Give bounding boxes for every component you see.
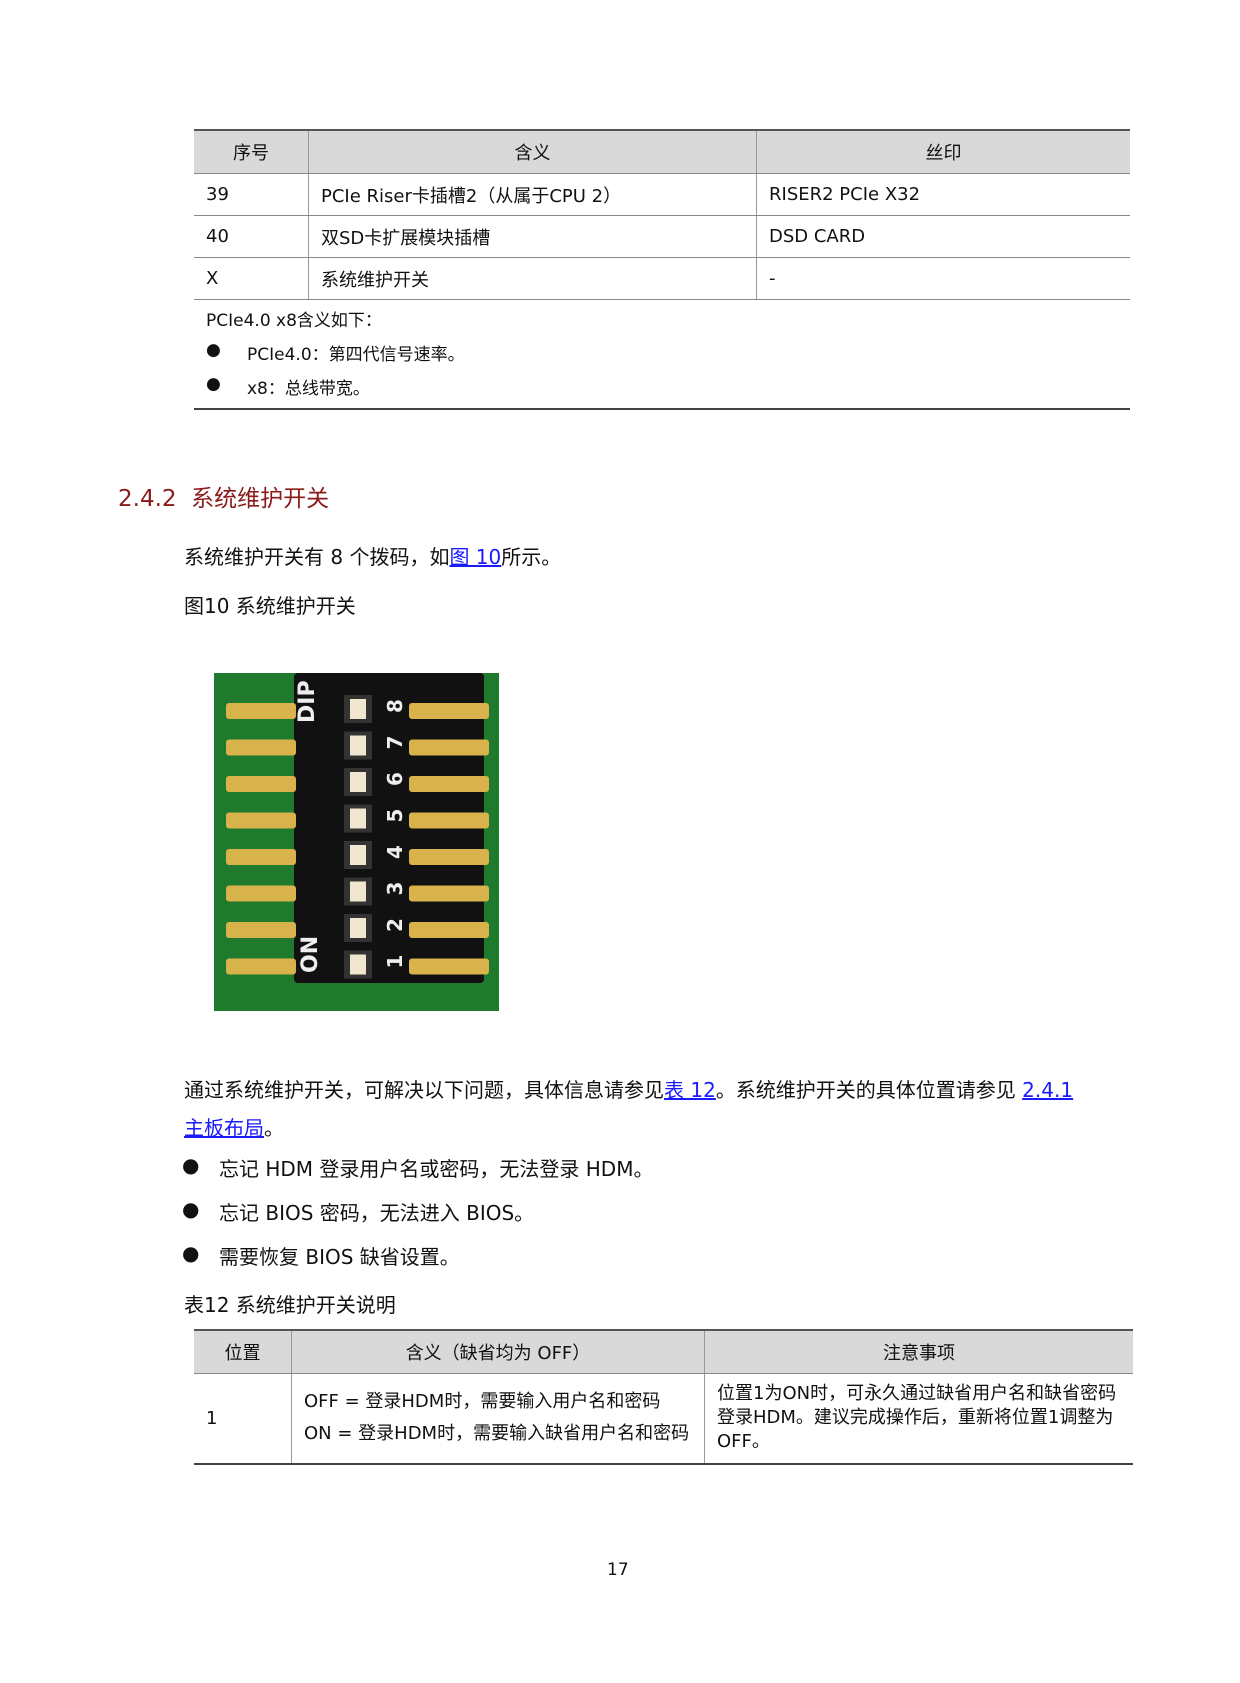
section-heading: 2.4.2 系统维护开关 xyxy=(118,479,329,513)
switch-toggle xyxy=(350,699,366,719)
cell: - xyxy=(756,257,1130,300)
switch-toggle xyxy=(350,881,366,902)
cell: RISER2 PCIe X32 xyxy=(756,173,1130,216)
col-header: 注意事项 xyxy=(704,1329,1133,1374)
solder-pad xyxy=(409,958,489,975)
cell: X xyxy=(194,257,309,300)
col-header: 含义（缺省均为 OFF） xyxy=(291,1329,705,1374)
cell: 40 xyxy=(194,215,309,258)
solder-pad xyxy=(409,922,489,938)
switch-number: 1 xyxy=(383,955,407,969)
table-note: PCIe4.0 x8含义如下： ● PCIe4.0：第四代信号速率。 ● x8：… xyxy=(194,296,1130,410)
note-item: x8：总线带宽。 xyxy=(247,374,370,399)
paragraph: 通过系统维护开关，可解决以下问题，具体信息请参见表 12。系统维护开关的具体位置… xyxy=(184,1071,1124,1147)
section-title: 系统维护开关 xyxy=(191,486,330,512)
solder-pad xyxy=(226,739,296,756)
figure-link[interactable]: 图 10 xyxy=(449,545,502,569)
switch-number: 4 xyxy=(383,845,407,859)
table-link[interactable]: 表 12 xyxy=(664,1078,716,1102)
solder-pad xyxy=(226,885,296,902)
solder-pad xyxy=(226,958,296,975)
note-intro: PCIe4.0 x8含义如下： xyxy=(206,311,382,331)
dip-switch-photo: 8 7 6 5 4 3 2 1 DIP ON xyxy=(214,673,499,1011)
bullet-icon: ● xyxy=(182,1197,200,1221)
switch-toggle xyxy=(350,808,366,829)
text: 通过系统维护开关，可解决以下问题，具体信息请参见 xyxy=(184,1078,664,1102)
col-header: 含义 xyxy=(308,129,757,174)
cell: DSD CARD xyxy=(756,215,1130,258)
table-row: 1 OFF = 登录HDM时，需要输入用户名和密码 ON = 登录HDM时，需要输… xyxy=(194,1373,1133,1465)
solder-pad xyxy=(409,885,489,902)
text: 。 xyxy=(264,1116,284,1140)
bullet-item: 忘记 BIOS 密码，无法进入 BIOS。 xyxy=(219,1201,535,1225)
link-text: 主板布局 xyxy=(184,1116,264,1140)
text: 所示。 xyxy=(501,545,562,569)
switch-number: 8 xyxy=(383,699,407,713)
solder-pad xyxy=(409,812,489,829)
term: x8： xyxy=(247,379,285,399)
text: 第四代信号速率。 xyxy=(328,345,465,365)
solder-pad xyxy=(409,739,489,756)
cell: PCIe Riser卡插槽2（从属于CPU 2） xyxy=(308,173,757,216)
cell: 系统维护开关 xyxy=(308,257,757,300)
dip-label: DIP xyxy=(295,680,320,723)
text: 系统维护开关有 8 个拨码，如 xyxy=(184,545,450,569)
switch-toggle xyxy=(350,954,366,975)
solder-pad xyxy=(226,812,296,829)
bullet-icon: ● xyxy=(206,340,221,360)
switch-table: 位置含义（缺省均为 OFF）注意事项 1 OFF = 登录HDM时，需要输入用户… xyxy=(194,1329,1133,1465)
solder-pad xyxy=(409,703,489,719)
col-header: 位置 xyxy=(194,1329,292,1374)
solder-pad xyxy=(226,922,296,938)
solder-pad xyxy=(226,849,296,865)
on-label: ON xyxy=(298,936,323,973)
bullet-icon: ● xyxy=(206,374,221,394)
switch-number: 2 xyxy=(383,918,407,932)
paragraph: 系统维护开关有 8 个拨码，如图 10所示。 xyxy=(184,541,561,570)
meaning-line: OFF = 登录HDM时，需要输入用户名和密码 xyxy=(304,1391,661,1413)
cell: OFF = 登录HDM时，需要输入用户名和密码 ON = 登录HDM时，需要输入缺… xyxy=(291,1373,705,1465)
switch-number: 6 xyxy=(383,772,407,786)
note-item: PCIe4.0：第四代信号速率。 xyxy=(247,340,465,365)
bullet-item: 需要恢复 BIOS 缺省设置。 xyxy=(219,1245,460,1269)
link-text: 2.4.1 xyxy=(1022,1078,1074,1102)
switch-number: 5 xyxy=(383,809,407,823)
solder-pad xyxy=(226,776,296,792)
cell: 双SD卡扩展模块插槽 xyxy=(308,215,757,258)
bullet-item: 忘记 HDM 登录用户名或密码，无法登录 HDM。 xyxy=(219,1157,654,1181)
bullet-icon: ● xyxy=(182,1241,200,1265)
switch-toggle xyxy=(350,735,366,756)
page-number: 17 xyxy=(607,1560,629,1580)
term: PCIe4.0： xyxy=(247,345,329,365)
solder-pad xyxy=(409,776,489,792)
figure-caption: 图10 系统维护开关 xyxy=(184,594,356,618)
switch-toggle xyxy=(350,918,366,938)
table-caption: 表12 系统维护开关说明 xyxy=(184,1293,396,1317)
bullet-icon: ● xyxy=(182,1153,200,1177)
switch-number: 7 xyxy=(383,736,407,750)
section-link[interactable]: 2.4.1 主板布局 xyxy=(184,1078,1073,1140)
switch-toggle xyxy=(350,772,366,792)
section-number: 2.4.2 xyxy=(118,486,177,512)
text: 总线带宽。 xyxy=(284,379,370,399)
switch-number: 3 xyxy=(383,882,407,896)
solder-pad xyxy=(409,849,489,865)
cell: 1 xyxy=(194,1373,292,1465)
cell: 位置1为ON时，可永久通过缺省用户名和缺省密码登录HDM。建议完成操作后，重新将… xyxy=(704,1373,1133,1465)
col-header: 丝印 xyxy=(756,129,1130,174)
cell: 39 xyxy=(194,173,309,216)
switch-toggle xyxy=(350,845,366,865)
solder-pad xyxy=(226,703,296,719)
meaning-line: ON = 登录HDM时，需要输入缺省用户名和密码 xyxy=(304,1423,690,1445)
col-header: 序号 xyxy=(194,129,309,174)
text: 。系统维护开关的具体位置请参见 xyxy=(715,1078,1023,1102)
